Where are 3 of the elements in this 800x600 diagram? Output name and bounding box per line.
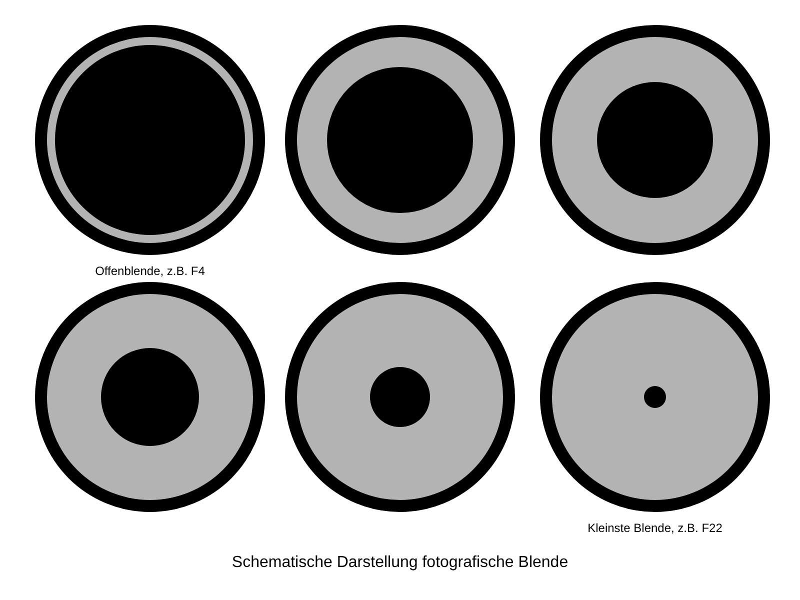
caption: Schematische Darstellung fotografische Blende	[232, 554, 568, 572]
aperture-caption: Kleinste Blende, z.B. F22	[588, 521, 722, 535]
aperture-caption: Offenblende, z.B. F4	[95, 264, 205, 278]
